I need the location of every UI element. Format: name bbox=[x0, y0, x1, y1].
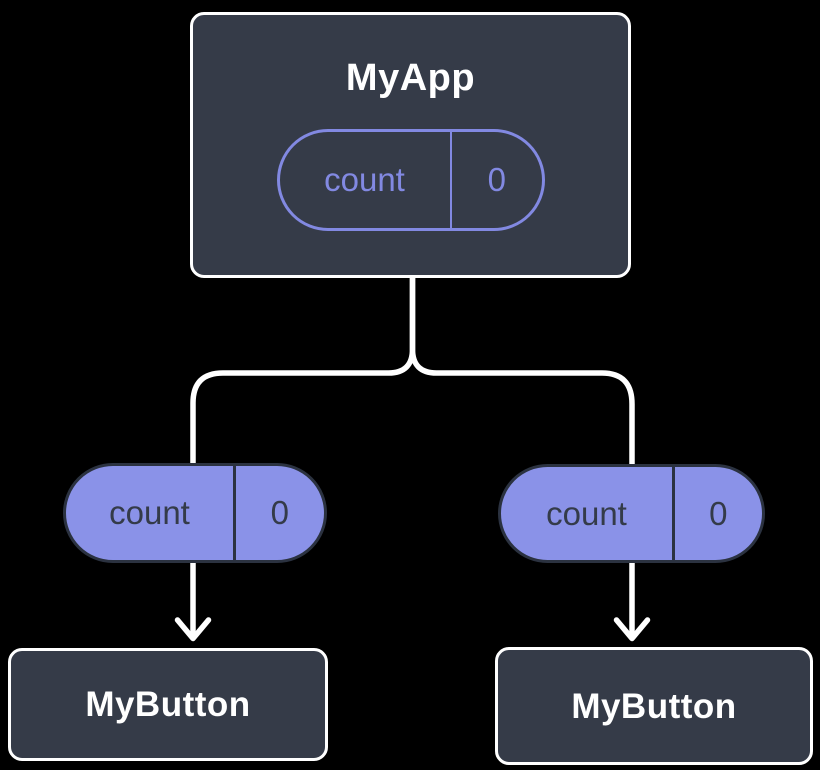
edge-root-to-right-pill bbox=[409, 273, 635, 467]
state-pill: count 0 bbox=[276, 129, 545, 231]
node-mybutton-left: MyButton bbox=[8, 648, 328, 761]
edge-root-to-left-pill bbox=[190, 273, 416, 466]
prop-pill-left-label: count bbox=[109, 494, 190, 531]
arrowhead-right-icon bbox=[613, 617, 651, 642]
prop-pill-left-value: 0 bbox=[270, 494, 289, 531]
prop-pill-left-divider bbox=[233, 466, 236, 560]
node-mybutton-left-title: MyButton bbox=[85, 685, 251, 724]
prop-pill-left: count 0 bbox=[63, 463, 327, 563]
prop-pill-right-label: count bbox=[546, 494, 627, 532]
node-mybutton-right: MyButton bbox=[495, 647, 813, 765]
state-pill-value: 0 bbox=[487, 161, 506, 198]
arrowhead-left-icon bbox=[174, 617, 212, 642]
node-mybutton-right-title: MyButton bbox=[571, 686, 737, 726]
prop-pill-right: count 0 bbox=[498, 464, 765, 563]
state-pill-label: count bbox=[324, 161, 405, 198]
prop-pill-right-value: 0 bbox=[709, 494, 728, 532]
node-myapp: MyApp count 0 bbox=[190, 12, 631, 278]
prop-pill-right-divider bbox=[672, 467, 675, 560]
state-pill-divider bbox=[449, 132, 452, 228]
node-myapp-title: MyApp bbox=[345, 57, 476, 99]
